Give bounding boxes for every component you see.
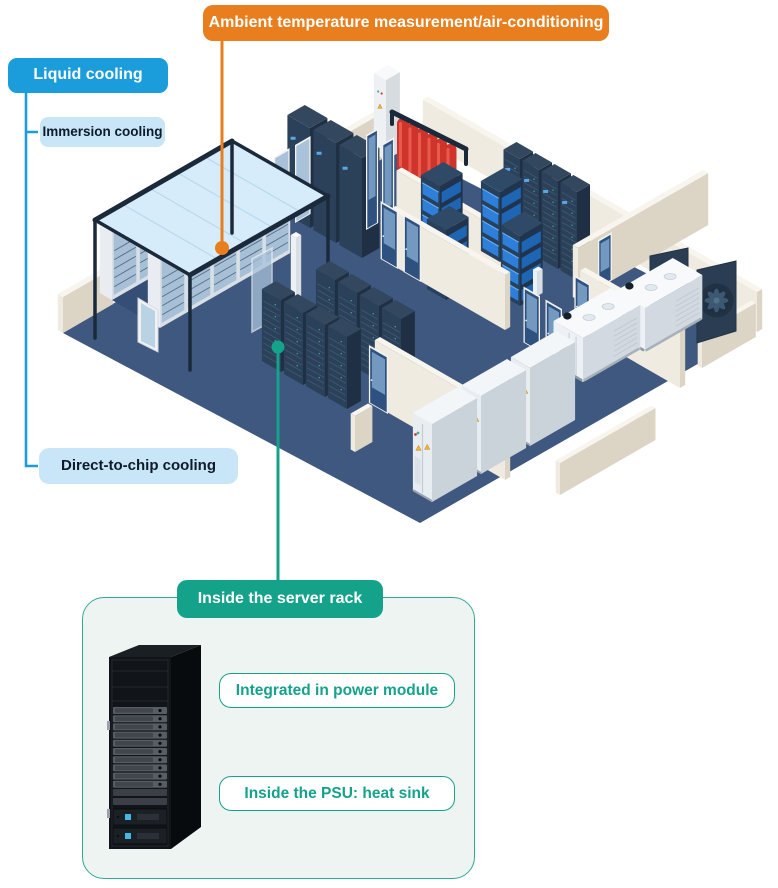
cold-aisle-containment bbox=[92, 138, 331, 372]
callout-liquid-cooling: Liquid cooling bbox=[8, 58, 168, 93]
switchgear-room bbox=[412, 331, 656, 502]
label-integrated-in-power-module: Integrated in power module bbox=[219, 673, 455, 708]
callout-immersion-cooling: Immersion cooling bbox=[40, 117, 165, 147]
server-rack-image bbox=[107, 645, 201, 849]
callout-inside-server-rack: Inside the server rack bbox=[177, 580, 383, 618]
mid-walls bbox=[380, 170, 709, 330]
callout-ambient-temperature: Ambient temperature measurement/air-cond… bbox=[203, 5, 609, 41]
callout-direct-to-chip-cooling: Direct-to-chip cooling bbox=[39, 448, 238, 484]
direct-to-chip-racks bbox=[261, 261, 415, 409]
connector-lines bbox=[24, 39, 285, 584]
label-inside-psu-heat-sink: Inside the PSU: heat sink bbox=[219, 776, 455, 811]
